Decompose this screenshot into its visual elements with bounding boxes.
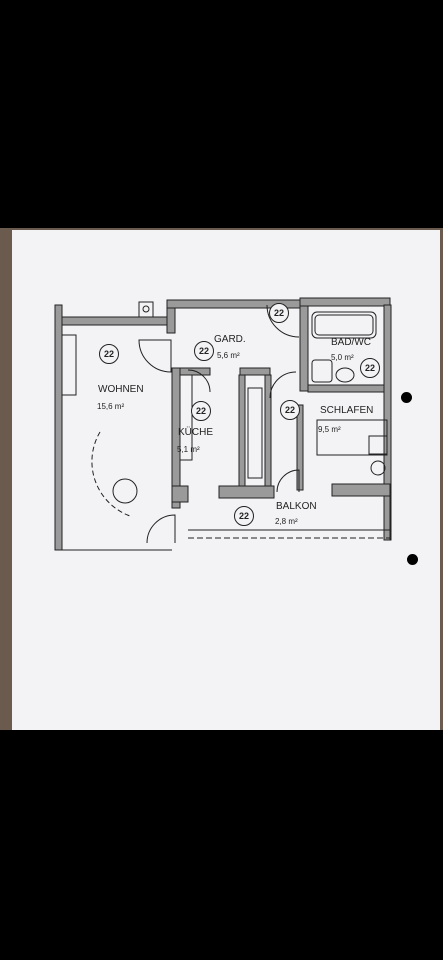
- sink: [311, 359, 333, 383]
- window-wohnen: [61, 334, 77, 396]
- chimney: [138, 301, 154, 318]
- wall-top-bad: [299, 297, 391, 307]
- table-circle: [112, 478, 138, 504]
- door-kueche: [187, 369, 211, 393]
- punch-hole: [401, 392, 412, 403]
- wall-corridor-top: [239, 367, 271, 376]
- room-area-gard: 5,6 m²: [217, 351, 240, 360]
- room-label-balkon: BALKON: [276, 501, 317, 512]
- room-area-schlafen: 9,5 m²: [318, 425, 341, 434]
- floorplan-drawing: [54, 297, 392, 551]
- room-label-bad: BAD/WC: [331, 337, 371, 348]
- cabinet: [368, 435, 388, 455]
- door-schlafen: [269, 371, 297, 399]
- wall-balkon-right: [331, 483, 391, 497]
- wall-bad-left: [299, 305, 309, 392]
- room-tag: 22: [360, 358, 380, 378]
- wall-left: [54, 304, 63, 551]
- bathtub: [311, 311, 377, 339]
- paper-sheet: WOHNEN 15,6 m² GARD. 5,6 m² BAD/WC 5,0 m…: [12, 230, 440, 730]
- room-tag: 22: [269, 303, 289, 323]
- room-label-schlafen: SCHLAFEN: [320, 405, 374, 416]
- corridor-cabinet: [247, 387, 263, 479]
- door-gard: [266, 304, 300, 338]
- wall-top-wohnen: [61, 316, 169, 326]
- kitchen-counter: [179, 374, 193, 461]
- room-tag: 22: [280, 400, 300, 420]
- room-area-wohnen: 15,6 m²: [97, 402, 125, 411]
- wall-gard-left: [166, 307, 176, 334]
- room-tag: 22: [194, 341, 214, 361]
- door-wohnen: [138, 339, 172, 373]
- room-tag: 22: [234, 506, 254, 526]
- sofa-arc: [91, 431, 131, 517]
- room-tag: 22: [191, 401, 211, 421]
- punch-hole: [407, 554, 418, 565]
- wall-balkon-mid: [218, 485, 275, 499]
- round-object: [370, 460, 386, 476]
- door-balkon: [276, 469, 300, 493]
- room-area-balkon: 2,8 m²: [275, 517, 298, 526]
- photo-area: WOHNEN 15,6 m² GARD. 5,6 m² BAD/WC 5,0 m…: [0, 228, 443, 730]
- wall-pillar-left: [171, 485, 189, 503]
- room-tag: 22: [99, 344, 119, 364]
- room-label-wohnen: WOHNEN: [98, 384, 144, 395]
- room-area-kueche: 5,1 m²: [177, 445, 200, 454]
- wall-corridor-left: [238, 374, 246, 491]
- wall-schlafen-left: [296, 404, 304, 491]
- room-label-gard: GARD.: [214, 334, 246, 345]
- wall-bad-bottom: [307, 384, 385, 393]
- door-entry: [146, 514, 176, 544]
- toilet: [335, 367, 355, 383]
- room-area-bad: 5,0 m²: [331, 353, 354, 362]
- room-label-kueche: KÜCHE: [178, 427, 214, 438]
